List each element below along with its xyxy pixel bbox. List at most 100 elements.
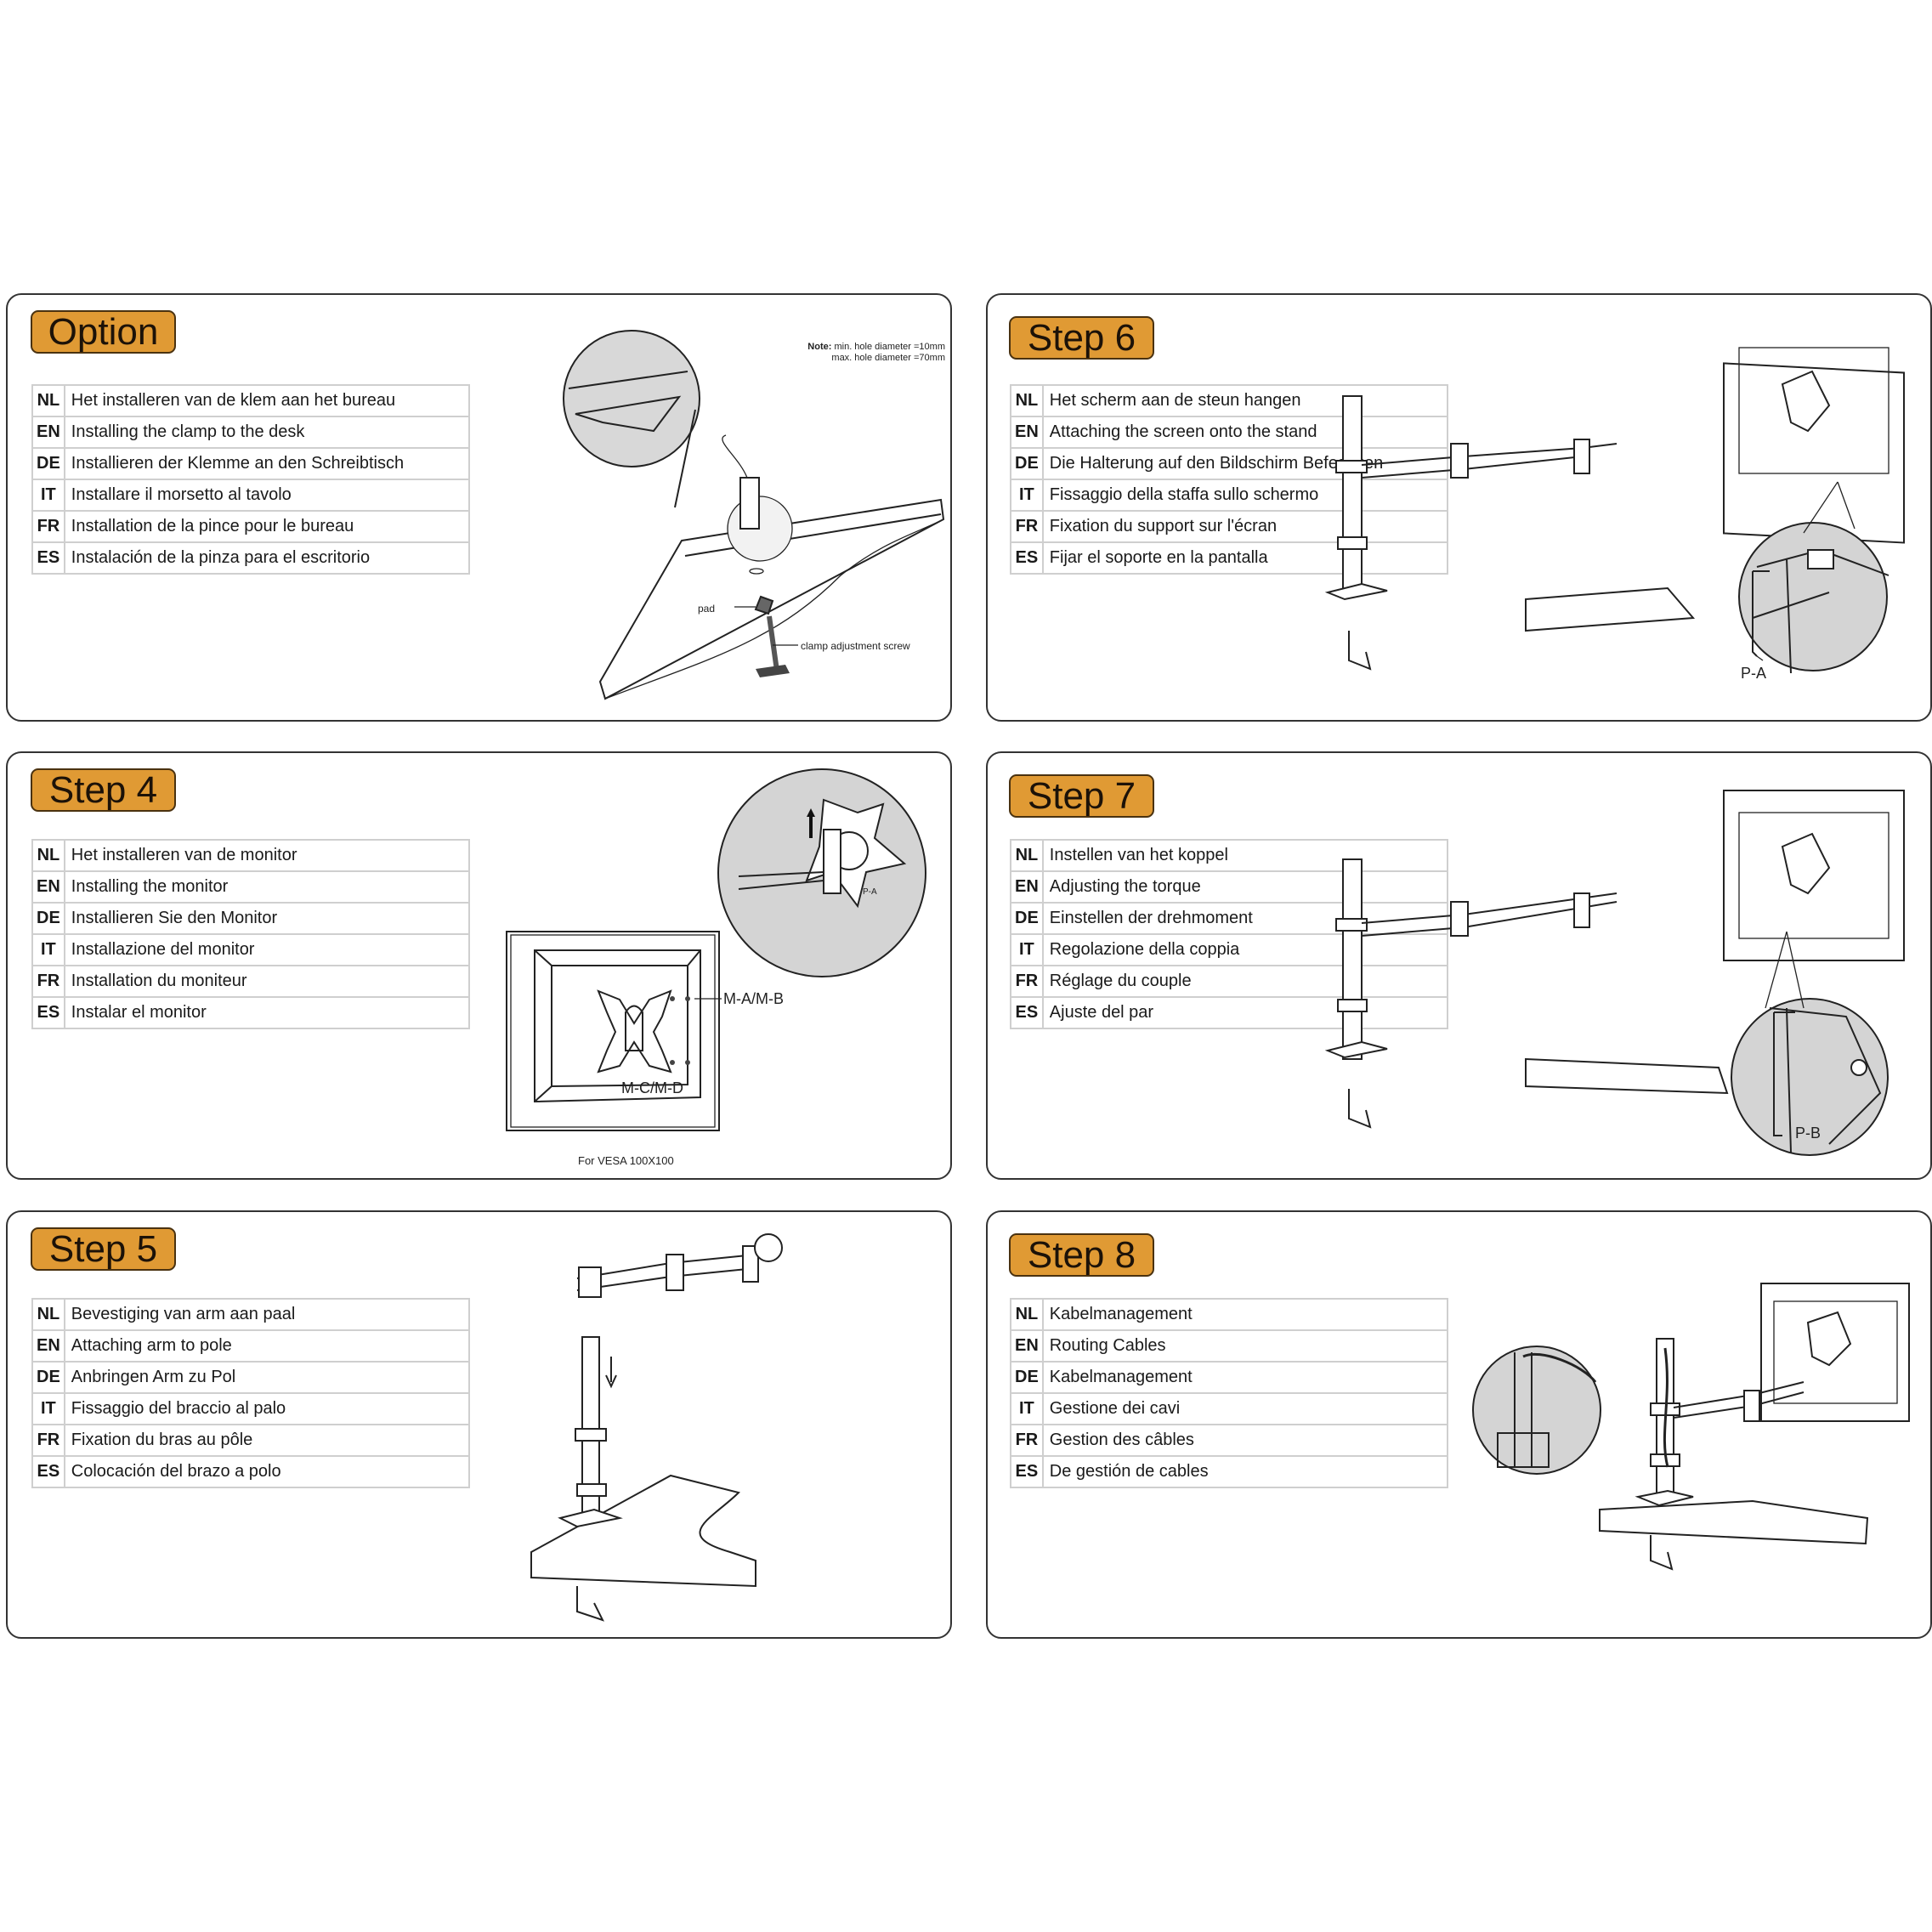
language-code: NL <box>1010 1298 1044 1331</box>
step-badge: Step 8 <box>1009 1233 1154 1277</box>
language-code: ES <box>31 541 65 575</box>
language-code: DE <box>1010 447 1044 480</box>
language-code: DE <box>31 902 65 935</box>
language-code: EN <box>31 870 65 904</box>
instruction-text: Installing the clamp to the desk <box>63 416 471 449</box>
language-code: ES <box>31 1455 65 1488</box>
instruction-text: Fixation du bras au pôle <box>63 1424 471 1457</box>
language-code: IT <box>1010 479 1044 512</box>
step-badge: Step 6 <box>1009 316 1154 360</box>
instruction-text: Bevestiging van arm aan paal <box>63 1298 471 1331</box>
instruction-text: Het installeren van de klem aan het bure… <box>63 384 471 417</box>
part-label-pa: P-A <box>863 887 877 897</box>
instruction-text: Attaching the screen onto the stand <box>1041 416 1449 449</box>
language-code: IT <box>31 479 65 512</box>
language-code: DE <box>31 447 65 480</box>
part-label-pa: P-A <box>1741 665 1766 682</box>
language-code: EN <box>1010 1329 1044 1363</box>
instruction-text: Routing Cables <box>1041 1329 1449 1363</box>
instruction-text: Installation de la pince pour le bureau <box>63 510 471 543</box>
instruction-text: Gestion des câbles <box>1041 1424 1449 1457</box>
instruction-text: Instalar el monitor <box>63 996 471 1029</box>
language-code: DE <box>31 1361 65 1394</box>
language-code: EN <box>31 416 65 449</box>
step-badge: Step 4 <box>31 768 176 812</box>
screw-label-mc-md: M-C/M-D <box>621 1079 683 1096</box>
language-code: IT <box>1010 1392 1044 1425</box>
instruction-text: Fissaggio del braccio al palo <box>63 1392 471 1425</box>
instruction-text: Ajuste del par <box>1041 996 1449 1029</box>
language-code: FR <box>31 510 65 543</box>
instruction-text: Colocación del brazo a polo <box>63 1455 471 1488</box>
language-code: FR <box>1010 1424 1044 1457</box>
instruction-text: Installazione del monitor <box>63 933 471 966</box>
instruction-text: Regolazione della coppia <box>1041 933 1449 966</box>
language-code: NL <box>1010 839 1044 872</box>
instruction-text: Het installeren van de monitor <box>63 839 471 872</box>
language-code: ES <box>1010 1455 1044 1488</box>
instruction-text: Adjusting the torque <box>1041 870 1449 904</box>
pad-label: pad <box>698 603 715 615</box>
language-code: NL <box>1010 384 1044 417</box>
step-badge: Step 7 <box>1009 774 1154 818</box>
instruction-text: Kabelmanagement <box>1041 1361 1449 1394</box>
instruction-text: Gestione dei cavi <box>1041 1392 1449 1425</box>
language-code: EN <box>31 1329 65 1363</box>
language-code: FR <box>31 1424 65 1457</box>
note-line1: Note: min. hole diameter =10mm <box>807 342 945 352</box>
note-line2: max. hole diameter =70mm <box>831 353 945 363</box>
instruction-text: De gestión de cables <box>1041 1455 1449 1488</box>
instruction-text: Attaching arm to pole <box>63 1329 471 1363</box>
language-code: EN <box>1010 870 1044 904</box>
instruction-text: Installing the monitor <box>63 870 471 904</box>
language-code: EN <box>1010 416 1044 449</box>
language-code: ES <box>1010 996 1044 1029</box>
language-code: NL <box>31 384 65 417</box>
instruction-text: Die Halterung auf den Bildschirm Befesti… <box>1041 447 1449 480</box>
language-code: ES <box>1010 541 1044 575</box>
clamp-screw-label: clamp adjustment screw <box>801 640 910 652</box>
language-code: NL <box>31 1298 65 1331</box>
language-code: NL <box>31 839 65 872</box>
instruction-text: Réglage du couple <box>1041 965 1449 998</box>
instruction-text: Anbringen Arm zu Pol <box>63 1361 471 1394</box>
